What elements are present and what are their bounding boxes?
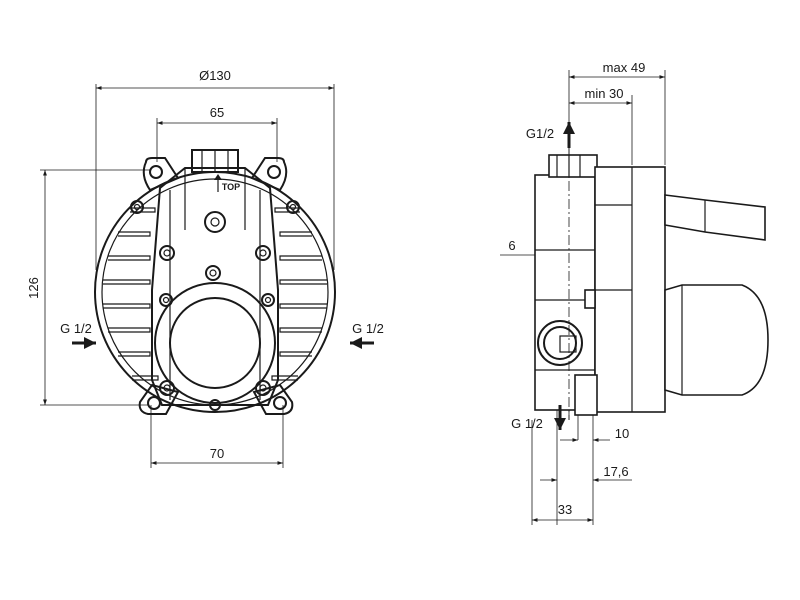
top-width-label: 65	[210, 105, 224, 120]
bottom-port-label: G 1/2	[511, 416, 543, 431]
dim-33-label: 33	[558, 502, 572, 517]
left-ribs	[103, 207, 159, 381]
top-mark: TOP	[222, 182, 240, 192]
side-view: max 49 min 30 6 10 17,6 33	[500, 60, 769, 525]
front-extension-lines	[40, 84, 335, 468]
dim-10-label: 10	[615, 426, 629, 441]
right-port-label: G 1/2	[352, 321, 384, 336]
dim-17-label: 17,6	[603, 464, 628, 479]
left-port-label: G 1/2	[60, 321, 92, 336]
diameter-label: Ø130	[199, 68, 231, 83]
screw-holes	[130, 200, 300, 411]
mixer-body-side	[534, 154, 769, 416]
central-bore	[154, 282, 276, 404]
mounting-ears	[138, 157, 294, 415]
height-label: 126	[26, 277, 41, 299]
min-depth-label: min 30	[584, 86, 623, 101]
top-port-label: G1/2	[526, 126, 554, 141]
front-view: Ø130 65 70 126	[26, 68, 384, 468]
offset-label: 6	[508, 238, 515, 253]
max-depth-label: max 49	[603, 60, 646, 75]
mixer-body-front: TOP	[94, 149, 336, 415]
bottom-width-label: 70	[210, 446, 224, 461]
